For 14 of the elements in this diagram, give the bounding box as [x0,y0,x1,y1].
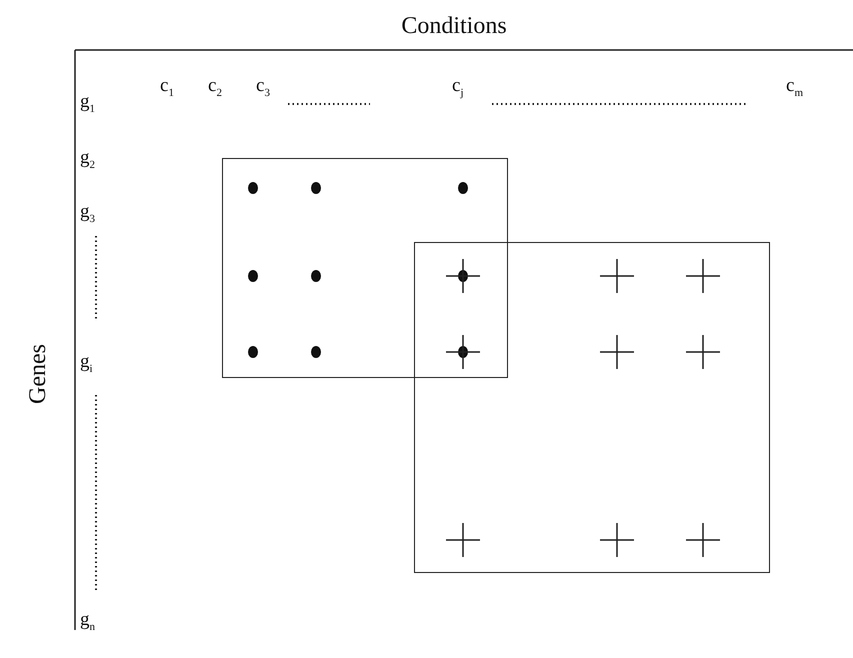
row-label: g$_{1}$ [80,92,95,115]
column-label: c$_{2}$ [208,76,222,99]
bicluster-box [222,158,508,378]
column-label: c$_{j}$ [452,76,464,99]
row-label: g$_{n}$ [80,610,95,633]
title: Conditions [400,14,508,38]
column-label: c$_{1}$ [160,76,174,99]
row-label: g$_{i}$ [80,352,93,375]
axis-label: Genes [26,344,50,404]
row-label: g$_{2}$ [80,148,95,171]
column-label: c$_{3}$ [256,76,270,99]
row-label: g$_{3}$ [80,202,95,225]
bicluster-box [414,242,770,573]
column-label: c$_{m}$ [786,76,803,99]
